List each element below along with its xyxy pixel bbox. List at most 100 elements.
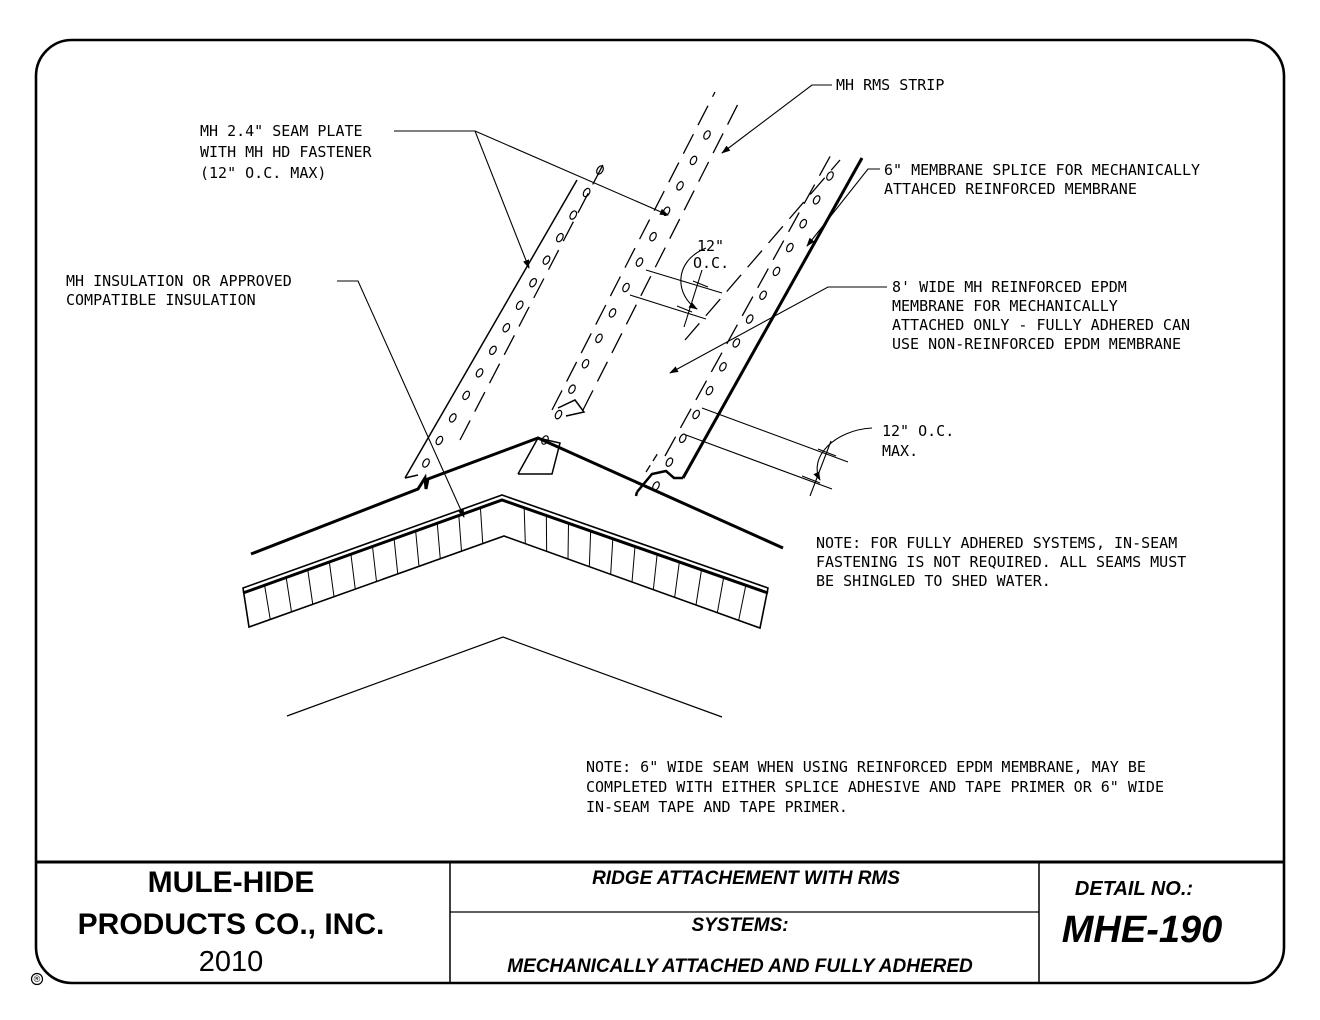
insulation-hatch-line [523, 507, 526, 544]
seam-plate [488, 345, 497, 356]
callout-text: MH RMS STRIP [836, 76, 944, 94]
note-fully-adhered: NOTE: FOR FULLY ADHERED SYSTEMS, IN-SEAM… [816, 534, 1186, 590]
insulation-hatch-line [264, 585, 271, 620]
insulation-hatch-line [588, 530, 592, 567]
seam-plate [435, 435, 444, 446]
seam-plates [422, 130, 834, 491]
callout-text: ATTAHCED REINFORCED MEMBRANE [884, 180, 1137, 198]
insulation-hatch-line [567, 523, 569, 560]
seam-plate [448, 413, 457, 423]
seam-plate [662, 206, 671, 217]
seam-plate [529, 277, 538, 288]
callout-text: 12" [697, 237, 724, 255]
callout-rms-strip: MH RMS STRIP [836, 76, 944, 94]
seam-plate [665, 457, 674, 467]
drawing-year: 2010 [199, 946, 264, 978]
seam-plate [475, 368, 484, 378]
seam-plate [595, 333, 603, 344]
callout-text: MH INSULATION OR APPROVED [66, 272, 292, 290]
registered-mark: ® [34, 974, 41, 984]
sheet-border [34, 38, 1286, 985]
callout-text: 8' WIDE MH REINFORCED EPDM [892, 278, 1127, 296]
seam-plate [689, 155, 698, 166]
note-text: FASTENING IS NOT REQUIRED. ALL SEAMS MUS… [816, 553, 1186, 571]
membrane-edge-line [681, 157, 864, 479]
dimension-upper [629, 247, 723, 328]
seam-dashed-line [459, 156, 608, 441]
note-text: BE SHINGLED TO SHED WATER. [816, 572, 1051, 590]
callout-oc-upper: 12" O.C. [693, 237, 729, 272]
seam-plate [759, 290, 767, 300]
seam-plate [542, 255, 551, 265]
seam-plate [649, 231, 657, 242]
seam-plate [554, 409, 563, 420]
seam-plate [608, 308, 617, 318]
insulation-hatch-line [738, 585, 747, 621]
callout-text: USE NON-REINFORCED EPDM MEMBRANE [892, 335, 1181, 353]
seam-plate [676, 181, 684, 191]
callout-text: MH 2.4" SEAM PLATE [200, 122, 363, 140]
seam-dashed-line [645, 452, 659, 473]
seam-dashed-line [551, 91, 716, 411]
seam-plate [422, 458, 430, 468]
seam-plate [596, 165, 604, 175]
systems-label: SYSTEMS: [691, 915, 788, 936]
callout-text: O.C. [693, 254, 729, 272]
seam-dashed-line [582, 99, 741, 411]
insulation-hatch-line [415, 530, 420, 567]
seam-plate [812, 195, 821, 205]
epdm-membrane [250, 436, 784, 556]
seam-plate [678, 433, 687, 444]
insulation-hatch-line [436, 523, 441, 559]
seam-plate [569, 210, 578, 220]
note-text: IN-SEAM TAPE AND TAPE PRIMER. [586, 798, 848, 816]
title-block [36, 860, 1284, 983]
insulation-hatch-line [479, 507, 484, 544]
callout-text: COMPATIBLE INSULATION [66, 291, 256, 309]
seam-plate [772, 266, 781, 277]
company-name: MULE-HIDE [148, 866, 315, 899]
insulation-hatch-line [307, 569, 314, 605]
callout-oc-lower: 12" O.C. MAX. [882, 422, 954, 460]
seam-plate [703, 130, 711, 140]
insulation-hatch-line [652, 554, 658, 590]
insulation-hatch-line [285, 577, 292, 612]
callout-text: (12" O.C. MAX) [200, 164, 326, 182]
insulation-hatch-line [458, 515, 462, 552]
callout-text: MAX. [882, 442, 918, 460]
insulation-hatch-line [716, 577, 725, 613]
seam-plate [826, 171, 834, 181]
callout-text: WITH MH HD FASTENER [200, 143, 373, 161]
seam-plate [462, 390, 471, 401]
seam-lines [404, 91, 864, 479]
insulation-board [242, 494, 769, 630]
insulation-hatch-line [610, 538, 614, 575]
dimension-lower [685, 407, 873, 497]
callout-text: MEMBRANE FOR MECHANICALLY [892, 297, 1118, 315]
company-name-line2: PRODUCTS CO., INC. [78, 908, 385, 941]
seam-plate [692, 409, 701, 420]
roof-deck-line [286, 636, 723, 718]
seam-edge-line [404, 179, 578, 479]
note-text: NOTE: 6" WIDE SEAM WHEN USING REINFORCED… [586, 758, 1146, 776]
seam-plate [745, 314, 754, 324]
callout-text: 6" MEMBRANE SPLICE FOR MECHANICALLY [884, 161, 1200, 179]
callout-text: 12" O.C. [882, 422, 954, 440]
systems-value: MECHANICALLY ATTACHED AND FULLY ADHERED [507, 956, 973, 977]
seam-plate [785, 242, 794, 253]
insulation-hatch-line [328, 561, 335, 597]
callout-text: ATTACHED ONLY - FULLY ADHERED CAN [892, 316, 1190, 334]
seam-plate [515, 300, 524, 310]
callout-splice: 6" MEMBRANE SPLICE FOR MECHANICALLY ATTA… [884, 161, 1200, 198]
seam-plate [622, 282, 630, 293]
seam-plate [635, 257, 644, 267]
detail-number: MHE-190 [1062, 909, 1223, 951]
insulation-hatch-line [695, 569, 702, 606]
insulation-hatch-line [350, 554, 356, 590]
insulation-hatch-line [631, 546, 636, 583]
callout-membrane: 8' WIDE MH REINFORCED EPDM MEMBRANE FOR … [892, 278, 1190, 353]
seam-plate [719, 362, 727, 372]
insulation-hatch-line [393, 538, 399, 574]
note-text: NOTE: FOR FULLY ADHERED SYSTEMS, IN-SEAM [816, 534, 1177, 552]
seam-plate [541, 435, 549, 445]
